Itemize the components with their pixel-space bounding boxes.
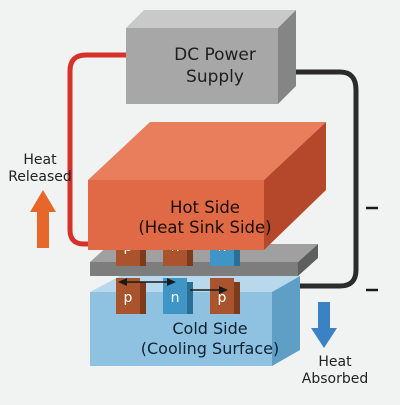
power-supply-box — [126, 10, 296, 104]
pellet-bottom-2-label: n — [171, 290, 180, 306]
hot-side-label: Hot Side (Heat Sink Side) — [95, 198, 315, 238]
current-arrow-right — [190, 286, 228, 294]
cold-side-subtitle: (Cooling Surface) — [140, 339, 280, 358]
heat-absorbed-label: Heat Absorbed — [290, 354, 380, 388]
heat-absorbed-arrow — [311, 302, 337, 348]
hot-side-subtitle: (Heat Sink Side) — [138, 218, 272, 237]
power-supply-label: DC Power Supply — [130, 44, 300, 88]
current-arrow-left — [118, 278, 176, 286]
power-supply-line1: DC Power — [174, 45, 256, 65]
positive-wire — [67, 52, 129, 247]
pellet-bottom-1: p — [116, 278, 146, 314]
power-supply-line2: Supply — [186, 67, 244, 87]
heat-released-line1: Heat — [23, 152, 57, 168]
hot-side-title: Hot Side — [170, 198, 240, 217]
heat-absorbed-line1: Heat — [318, 354, 352, 370]
negative-wire — [287, 69, 359, 289]
cold-side-title: Cold Side — [172, 319, 248, 338]
heat-released-arrow — [30, 190, 56, 248]
pellet-bottom-3-label: p — [218, 290, 227, 306]
cold-side-label: Cold Side (Cooling Surface) — [100, 319, 320, 359]
pellet-bottom-1-label: p — [124, 290, 133, 306]
heat-released-label: Heat Released — [0, 152, 80, 186]
hot-side-plate — [88, 122, 326, 250]
pellet-bottom-3: p — [210, 278, 240, 314]
heat-released-line2: Released — [8, 169, 72, 185]
heat-absorbed-line2: Absorbed — [301, 371, 369, 387]
